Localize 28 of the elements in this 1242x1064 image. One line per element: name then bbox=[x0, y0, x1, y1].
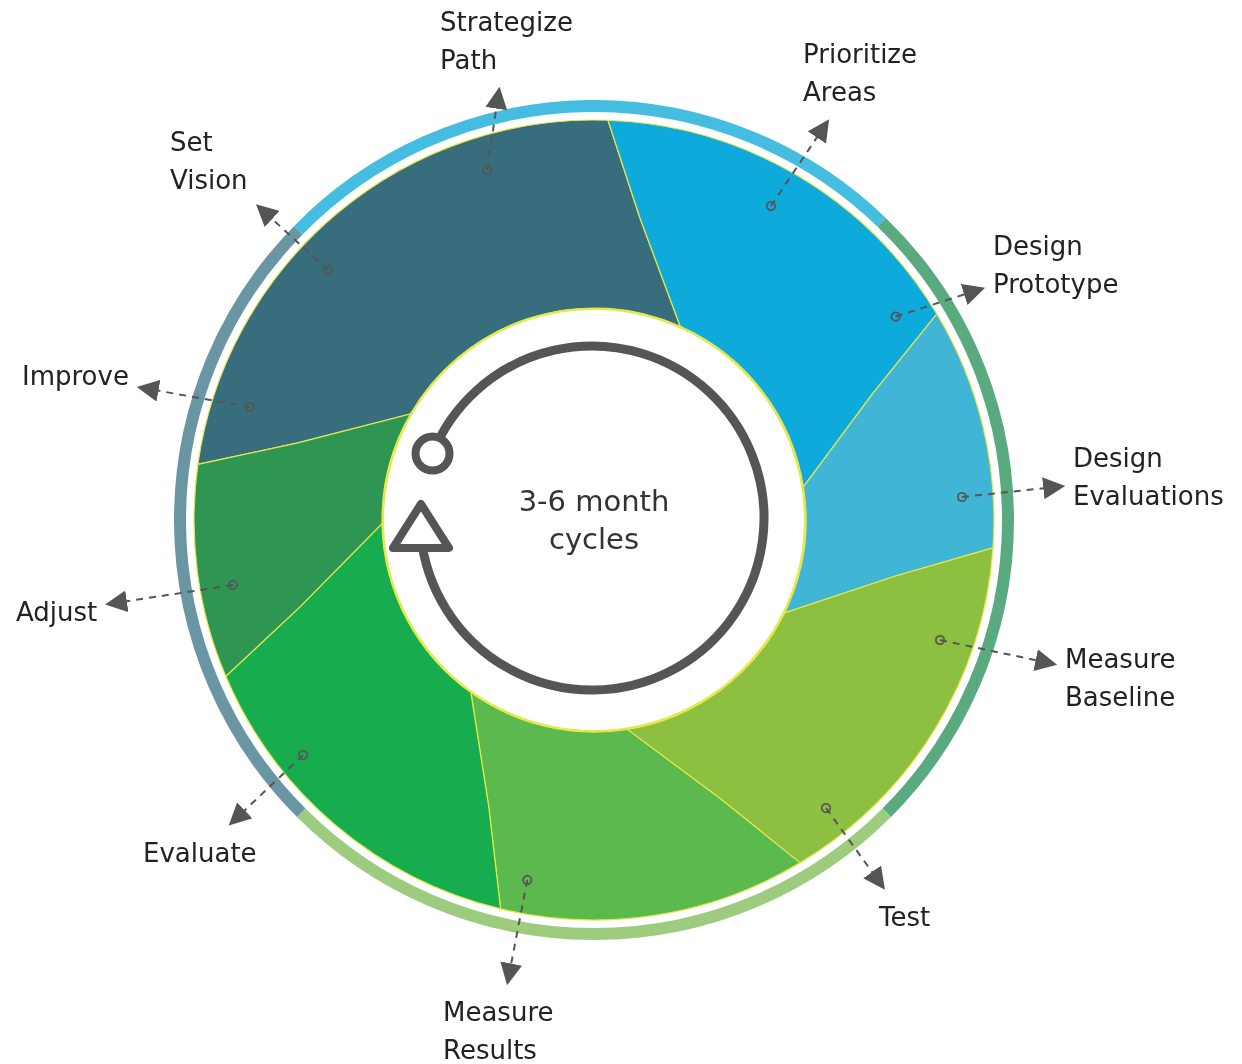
center-label: 3-6 month cycles bbox=[517, 483, 671, 558]
step-label: Prioritize Areas bbox=[803, 35, 918, 111]
leader-arrow bbox=[820, 802, 885, 890]
leader-arrow bbox=[255, 204, 334, 276]
step-label: Adjust bbox=[16, 593, 98, 631]
step-label: Improve bbox=[22, 357, 129, 395]
leader-arrow bbox=[481, 86, 508, 176]
step-label: Test bbox=[879, 898, 931, 936]
step-label: Measure Baseline bbox=[1065, 640, 1176, 716]
chevron-segment bbox=[783, 313, 995, 614]
leader-arrow bbox=[765, 119, 830, 212]
step-label: Design Evaluations bbox=[1073, 439, 1224, 515]
leader-arrow bbox=[956, 477, 1066, 503]
step-label: Measure Results bbox=[443, 993, 554, 1064]
step-label: Design Prototype bbox=[993, 227, 1119, 303]
leader-arrow bbox=[890, 284, 986, 322]
leader-arrow bbox=[105, 579, 239, 613]
chevron-segment bbox=[607, 119, 938, 488]
step-label: Strategize Path bbox=[440, 3, 573, 79]
chevron-segment bbox=[470, 692, 801, 921]
leader-arrow bbox=[228, 749, 309, 826]
leader-arrow bbox=[136, 379, 256, 413]
leader-arrow bbox=[934, 634, 1058, 671]
leader-arrow bbox=[500, 874, 533, 986]
step-label: Evaluate bbox=[143, 834, 257, 872]
step-label: Set Vision bbox=[170, 123, 248, 199]
chevron-segment bbox=[193, 413, 411, 677]
cycle-arrow bbox=[388, 341, 769, 695]
